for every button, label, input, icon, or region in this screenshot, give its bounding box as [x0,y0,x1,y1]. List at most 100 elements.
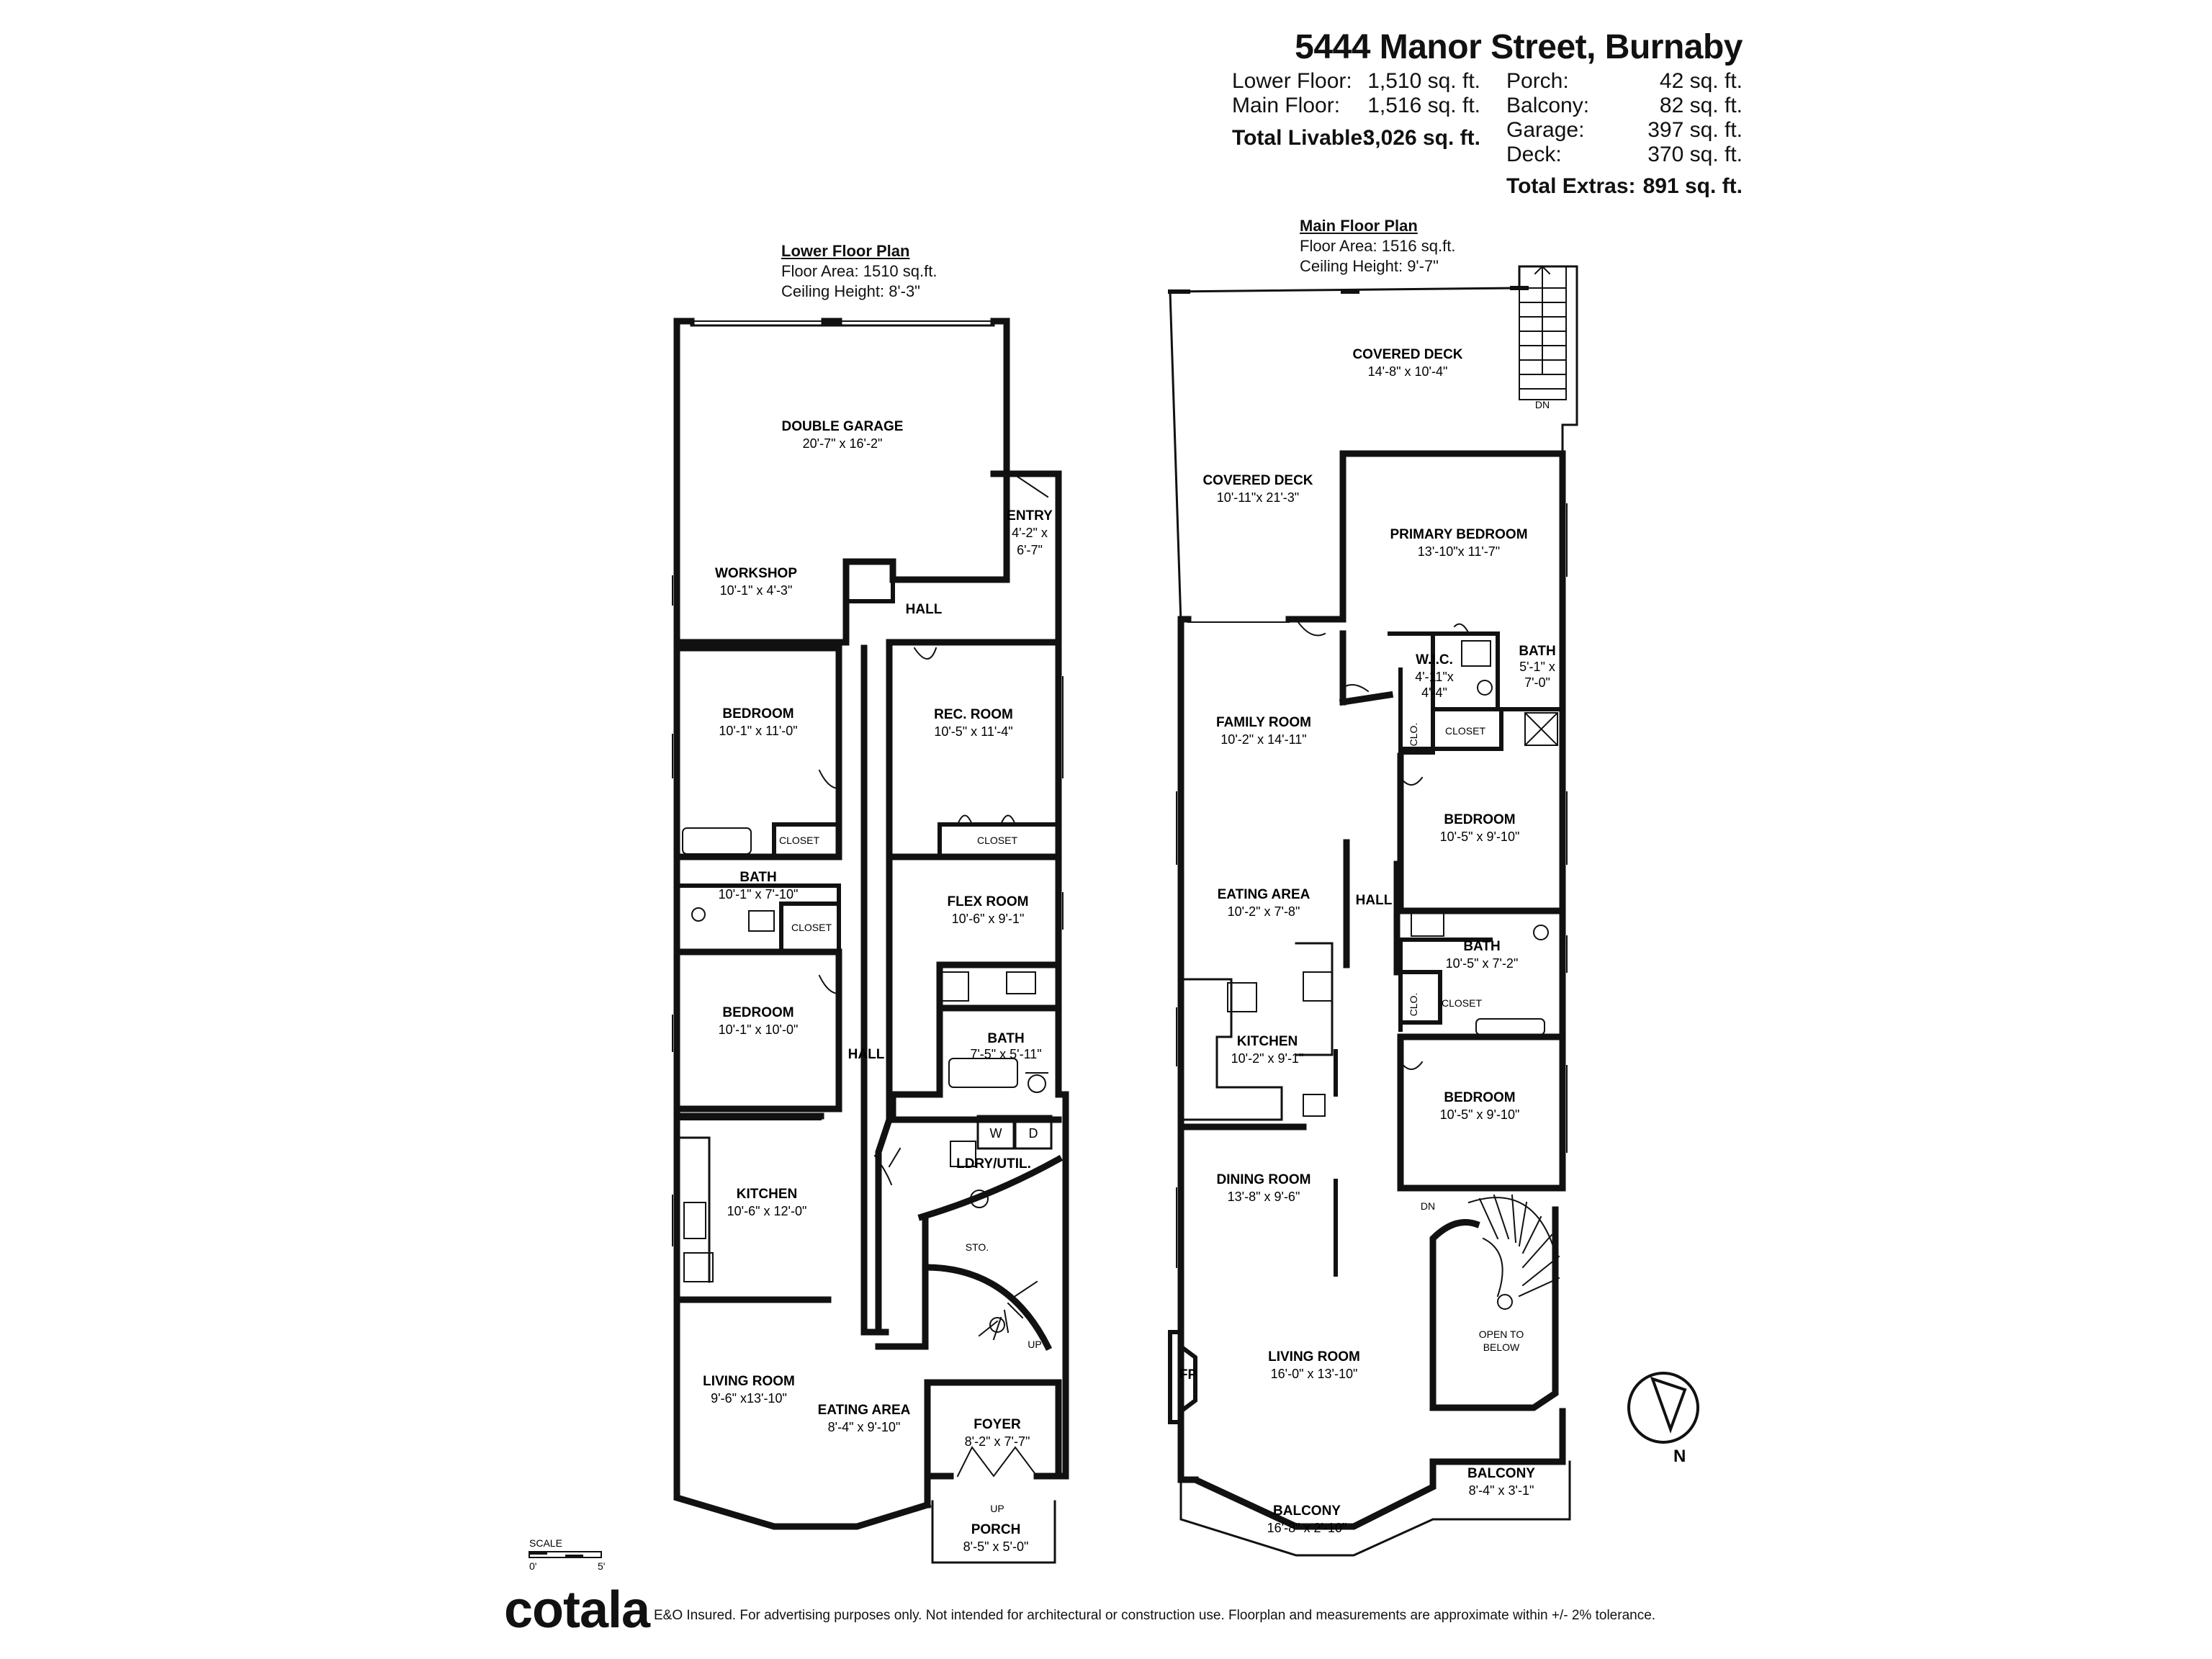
lower-porch-label: PORCH [971,1522,1021,1537]
scale-label: SCALE [529,1537,562,1549]
main-exterior-wall [1339,450,1566,1192]
lower-bath2-label: BATH [987,1031,1024,1046]
lower-living-room-label: LIVING ROOM [703,1374,795,1389]
lower-porch-up-label: UP [990,1503,1004,1514]
lower-garage-top-wall [673,318,1010,477]
lower-entry-dim1: 4'-2" x [1012,526,1048,540]
lower-porch-dim: 8'-5" x 5'-0" [963,1539,1029,1554]
lower-garage-label: DOUBLE GARAGE [782,419,904,434]
lower-storage-label: STO. [966,1241,989,1253]
main-deck-stairs [1519,265,1567,400]
lower-bedroom2-wall [673,948,842,1112]
lower-closet2-label: CLOSET [977,835,1017,846]
lower-floor-plan [672,318,1069,1564]
lower-bedroom1-dim: 10'-1" x 11'-0" [719,724,797,738]
balcony-value: 82 sq. ft. [1659,94,1743,117]
lower-bedroom1-label: BEDROOM [722,706,793,721]
main-living-room-label: LIVING ROOM [1268,1349,1360,1364]
lower-flex-room-dim: 10'-6" x 9'-1" [952,912,1025,926]
garage-value: 397 sq. ft. [1647,118,1743,142]
lower-rec-room-label: REC. ROOM [934,707,1013,722]
lower-eating-area-dim: 8'-4" x 9'-10" [828,1420,901,1434]
main-plan-ceiling: Ceiling Height: 9'-7" [1300,257,1439,275]
lower-garage-dim: 20'-7" x 16'-2" [803,436,883,451]
lower-foyer-label: FOYER [974,1417,1021,1432]
total-extras-value: 891 sq. ft. [1642,174,1743,198]
lower-hall-mid-label: HALL [848,1047,885,1062]
main-balcony-dim: 16'-8" x 2'-10" [1267,1521,1347,1535]
main-floor-plan [1168,265,1578,1557]
main-open-to-below-line1: OPEN TO [1479,1328,1524,1340]
porch-value: 42 sq. ft. [1659,69,1743,93]
lower-closet1-label: CLOSET [779,835,819,846]
scale-bar: SCALE 0' 5' [529,1537,605,1572]
lower-bath1-label: BATH [739,870,776,885]
lower-entry-dim2: 6'-7" [1017,543,1043,557]
lower-living-room-dim: 9'-6" x13'-10" [711,1391,787,1406]
lower-entry-label: ENTRY [1007,508,1053,523]
lower-exterior-wall-right [924,475,1069,1509]
main-primary-bedroom-dim: 13'-10"x 11'-7" [1418,544,1500,559]
main-bedroom1-label: BEDROOM [1444,812,1515,827]
area-summary: 5444 Manor Street, Burnaby Lower Floor: … [1224,22,1771,209]
deck-label: Deck: [1506,143,1562,166]
main-ensuite-bath-label: BATH [1519,644,1555,659]
lower-exterior-wall [673,318,932,1530]
main-plan-area: Floor Area: 1516 sq.ft. [1300,237,1456,255]
lower-stair-up-label: UP [1028,1339,1041,1350]
main-dining-room-dim: 13'-8" x 9'-6" [1228,1190,1300,1204]
north-arrow-icon: N [1627,1372,1699,1466]
lower-kitchen-dim: 10'-6" x 12'-0" [727,1204,807,1218]
lower-flex-room-label: FLEX ROOM [948,894,1029,909]
dryer: D [1014,1115,1053,1150]
cotala-logo: cotala [504,1581,650,1639]
fireplace-label: FP [1179,1367,1197,1382]
main-eating-area-dim: 10'-2" x 7'-8" [1228,904,1300,919]
disclaimer: E&O Insured. For advertising purposes on… [654,1608,1656,1623]
scale-zero: 0' [529,1560,536,1572]
lower-eating-area-label: EATING AREA [818,1403,911,1418]
main-ensuite-bath-dim2: 7'-0" [1524,675,1550,690]
deck-value: 370 sq. ft. [1647,143,1743,166]
main-balcony-small-label: BALCONY [1467,1466,1535,1481]
lower-floor-label: Lower Floor: [1232,69,1352,93]
main-deck-top-dim: 14'-8" x 10'-4" [1368,364,1448,379]
main-balcony-outline [1179,1460,1571,1557]
lower-closet3-label: CLOSET [791,922,832,933]
lower-bedroom2-dim: 10'-1" x 10'-0" [719,1022,799,1037]
main-primary-bedroom-label: PRIMARY BEDROOM [1390,527,1527,542]
main-deck-left-label: COVERED DECK [1202,473,1313,488]
main-deck-top-label: COVERED DECK [1352,347,1462,362]
main-balcony-small-dim: 8'-4" x 3'-1" [1469,1483,1534,1498]
main-hall-label: HALL [1356,893,1393,908]
total-extras-label: Total Extras: [1506,174,1636,198]
property-address: 5444 Manor Street, Burnaby [1295,28,1743,66]
lower-porch-outline [931,1500,1056,1564]
main-covered-deck-outline [1169,265,1578,624]
washer: W [976,1115,1015,1150]
lower-plan-area: Floor Area: 1510 sq.ft. [781,262,938,280]
main-kitchen-label: KITCHEN [1237,1034,1298,1049]
lower-hall-top-label: HALL [906,602,943,617]
main-bedroom2-label: BEDROOM [1444,1090,1515,1105]
balcony-label: Balcony: [1506,94,1590,117]
porch-label: Porch: [1506,69,1569,93]
main-floor-plan-heading: Main Floor Plan Floor Area: 1516 sq.ft. … [1300,216,1455,276]
main-family-room-dim: 10'-2" x 14'-11" [1220,732,1306,747]
main-clo1-label: CLO. [1408,723,1419,747]
main-closet-b-label: CLOSET [1442,997,1482,1009]
footer: cotala E&O Insured. For advertising purp… [504,1581,1728,1639]
main-bedroom1-dim: 10'-5" x 9'-10" [1440,830,1520,844]
scale-five: 5' [598,1560,605,1572]
lower-workshop-dim: 10'-1" x 4'-3" [720,583,793,598]
main-floor-value: 1,516 sq. ft. [1367,94,1480,117]
main-bath-dim: 10'-5" x 7'-2" [1446,956,1519,971]
lower-kitchen-label: KITCHEN [737,1187,797,1202]
main-kitchen-dim: 10'-2" x 9'-1" [1231,1051,1304,1066]
main-wic-dim2: 4'-4" [1421,685,1447,700]
lower-plan-ceiling: Ceiling Height: 8'-3" [781,282,920,300]
lower-floor-plan-heading: Lower Floor Plan Floor Area: 1510 sq.ft.… [781,241,937,302]
main-clo2-label: CLO. [1408,993,1419,1017]
lower-bedroom1-wall [673,644,842,860]
